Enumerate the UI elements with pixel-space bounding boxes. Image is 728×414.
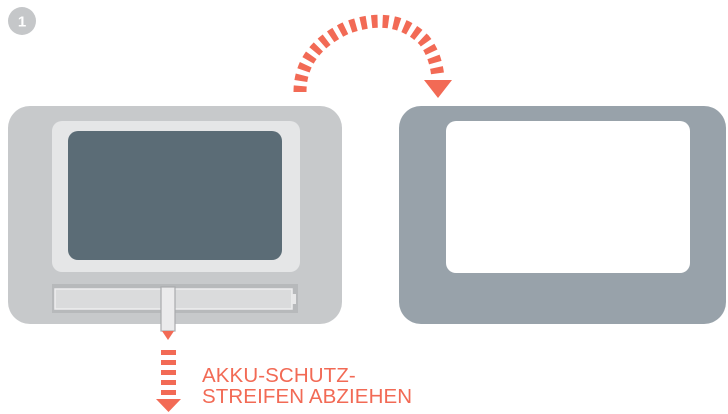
- pull-arrow-dash: [161, 380, 176, 385]
- pull-arrow-dash: [161, 390, 176, 395]
- flip-arrow-path: [300, 21, 438, 92]
- flip-arrow-head: [424, 80, 452, 98]
- step-badge: 1: [8, 7, 36, 35]
- instruction-line-2: STREIFEN ABZIEHEN: [202, 386, 522, 407]
- pull-arrow-dash: [161, 360, 176, 365]
- pull-arrow-dash: [161, 350, 176, 355]
- curved-dashed-arrow-icon: [300, 21, 452, 98]
- device-screen: [68, 131, 282, 260]
- pull-arrow-dash: [161, 370, 176, 375]
- device-front: [8, 106, 342, 340]
- instruction-text: AKKU-SCHUTZ- STREIFEN ABZIEHEN: [202, 365, 522, 407]
- step-number: 1: [18, 14, 26, 31]
- battery-protection-strip: [161, 287, 175, 340]
- battery-contact: [292, 294, 296, 304]
- pull-arrow-head: [156, 399, 181, 412]
- device-back: [399, 106, 726, 324]
- protection-strip: [161, 287, 175, 331]
- device-back-panel: [446, 121, 690, 273]
- protection-strip-tip: [162, 331, 174, 340]
- dashed-down-arrow-icon: [156, 350, 181, 412]
- instruction-line-1: AKKU-SCHUTZ-: [202, 365, 522, 386]
